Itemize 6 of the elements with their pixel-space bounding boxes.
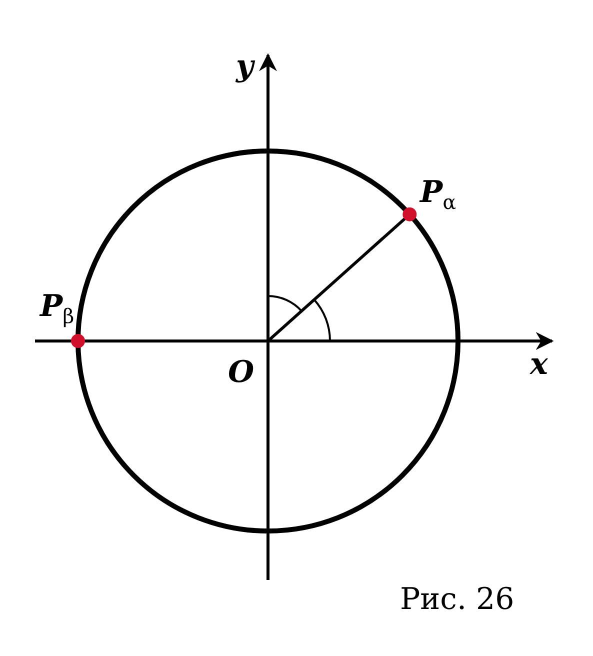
axis-label: x <box>530 350 548 380</box>
figure-caption: Рис. 26 <box>400 585 514 615</box>
point-label: P$_{α}$ <box>420 178 456 212</box>
point-label: P$_{β}$ <box>40 292 74 326</box>
axis-label: y <box>236 52 254 82</box>
origin-label: O <box>228 358 254 388</box>
